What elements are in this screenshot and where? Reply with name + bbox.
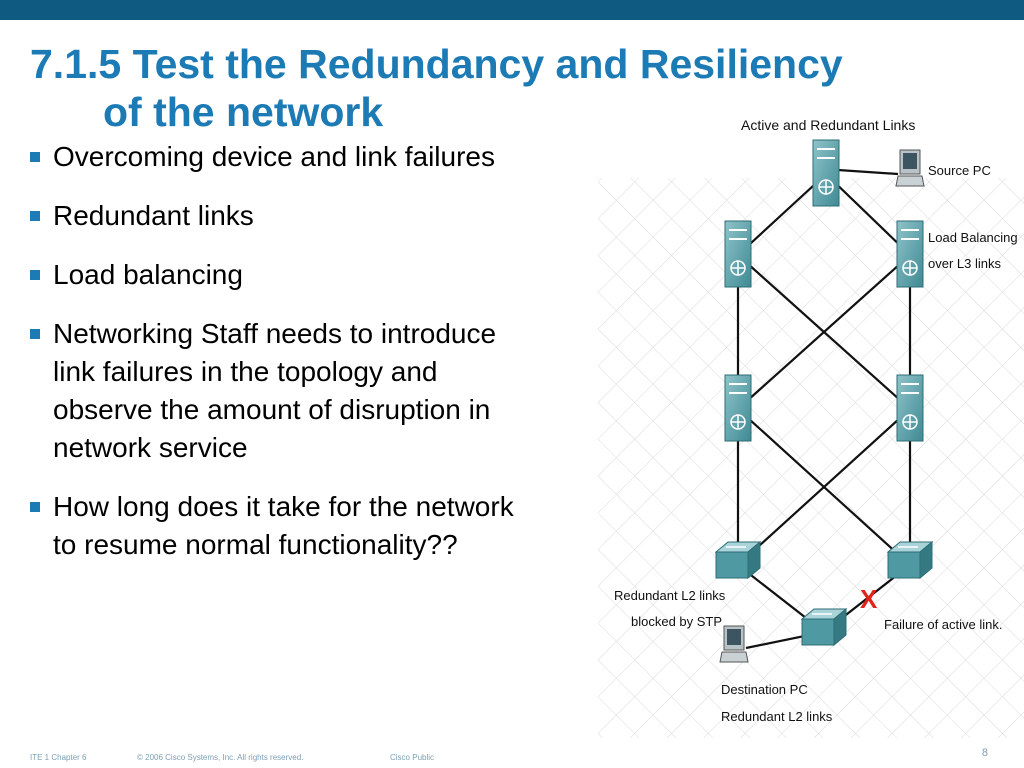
multilayer-switch-icon: [896, 220, 924, 288]
bullet-item: Overcoming device and link failures: [30, 138, 598, 176]
bullet-square-icon: [30, 270, 40, 280]
bullet-item: Redundant links: [30, 197, 598, 235]
network-topology-diagram: Active and Redundant Links Source PC Loa…: [598, 117, 1024, 738]
bullet-text-line: Networking Staff needs to introduce: [53, 318, 497, 349]
bullet-text: Load balancing: [53, 259, 243, 290]
bullet-list: Overcoming device and link failures Redu…: [30, 138, 598, 585]
bullet-text-line: How long does it take for the network: [53, 491, 514, 522]
link: [837, 168, 899, 176]
l2-switch-icon: [714, 540, 762, 580]
multilayer-switch-icon: [812, 139, 840, 207]
footer-classification: Cisco Public: [390, 753, 435, 762]
failure-x-icon: X: [860, 584, 878, 614]
l2-switch-icon: [800, 607, 848, 647]
failure-label: Failure of active link.: [884, 617, 1003, 632]
multilayer-switch-icon: [896, 374, 924, 442]
bullet-square-icon: [30, 211, 40, 221]
l2-switch-icon: [886, 540, 934, 580]
source-pc-label: Source PC: [928, 163, 991, 178]
bullet-text-line: link failures in the topology and: [53, 356, 438, 387]
bullet-text-line: network service: [53, 432, 248, 463]
bullet-square-icon: [30, 329, 40, 339]
diagram-heading: Active and Redundant Links: [741, 117, 915, 133]
bullet-text: Overcoming device and link failures: [53, 141, 495, 172]
slide-title: 7.1.5 Test the Redundancy and Resiliency…: [30, 40, 970, 136]
redundant-l2-bottom-label: Redundant L2 links: [721, 709, 833, 724]
link: [737, 173, 827, 256]
link: [825, 173, 911, 256]
blocked-by-stp-label: blocked by STP: [631, 614, 722, 629]
destination-pc-label: Destination PC: [721, 682, 808, 697]
header-bar: [0, 0, 1024, 20]
bullet-item: How long does it take for the network to…: [30, 488, 598, 564]
load-balancing-label: Load Balancing: [928, 230, 1018, 245]
multilayer-switch-icon: [724, 374, 752, 442]
bullet-item: Load balancing: [30, 256, 598, 294]
title-line-1: 7.1.5 Test the Redundancy and Resiliency: [30, 41, 843, 87]
pc-icon: [719, 625, 749, 663]
bullet-text-line: to resume normal functionality??: [53, 529, 458, 560]
link: [737, 254, 911, 410]
bullet-item: Networking Staff needs to introduce link…: [30, 315, 598, 467]
multilayer-switch-icon: [724, 220, 752, 288]
bullet-square-icon: [30, 152, 40, 162]
redundant-l2-label: Redundant L2 links: [614, 588, 726, 603]
link: [737, 408, 911, 566]
title-line-2: of the network: [103, 89, 384, 135]
pc-icon: [895, 149, 925, 187]
bullet-text: Redundant links: [53, 200, 254, 231]
bullet-text-line: observe the amount of disruption in: [53, 394, 491, 425]
load-balancing-label-2: over L3 links: [928, 256, 1001, 271]
footer-copyright: © 2006 Cisco Systems, Inc. All rights re…: [137, 753, 304, 762]
footer-chapter: ITE 1 Chapter 6: [30, 753, 87, 762]
bullet-square-icon: [30, 502, 40, 512]
page-number: 8: [981, 747, 988, 759]
